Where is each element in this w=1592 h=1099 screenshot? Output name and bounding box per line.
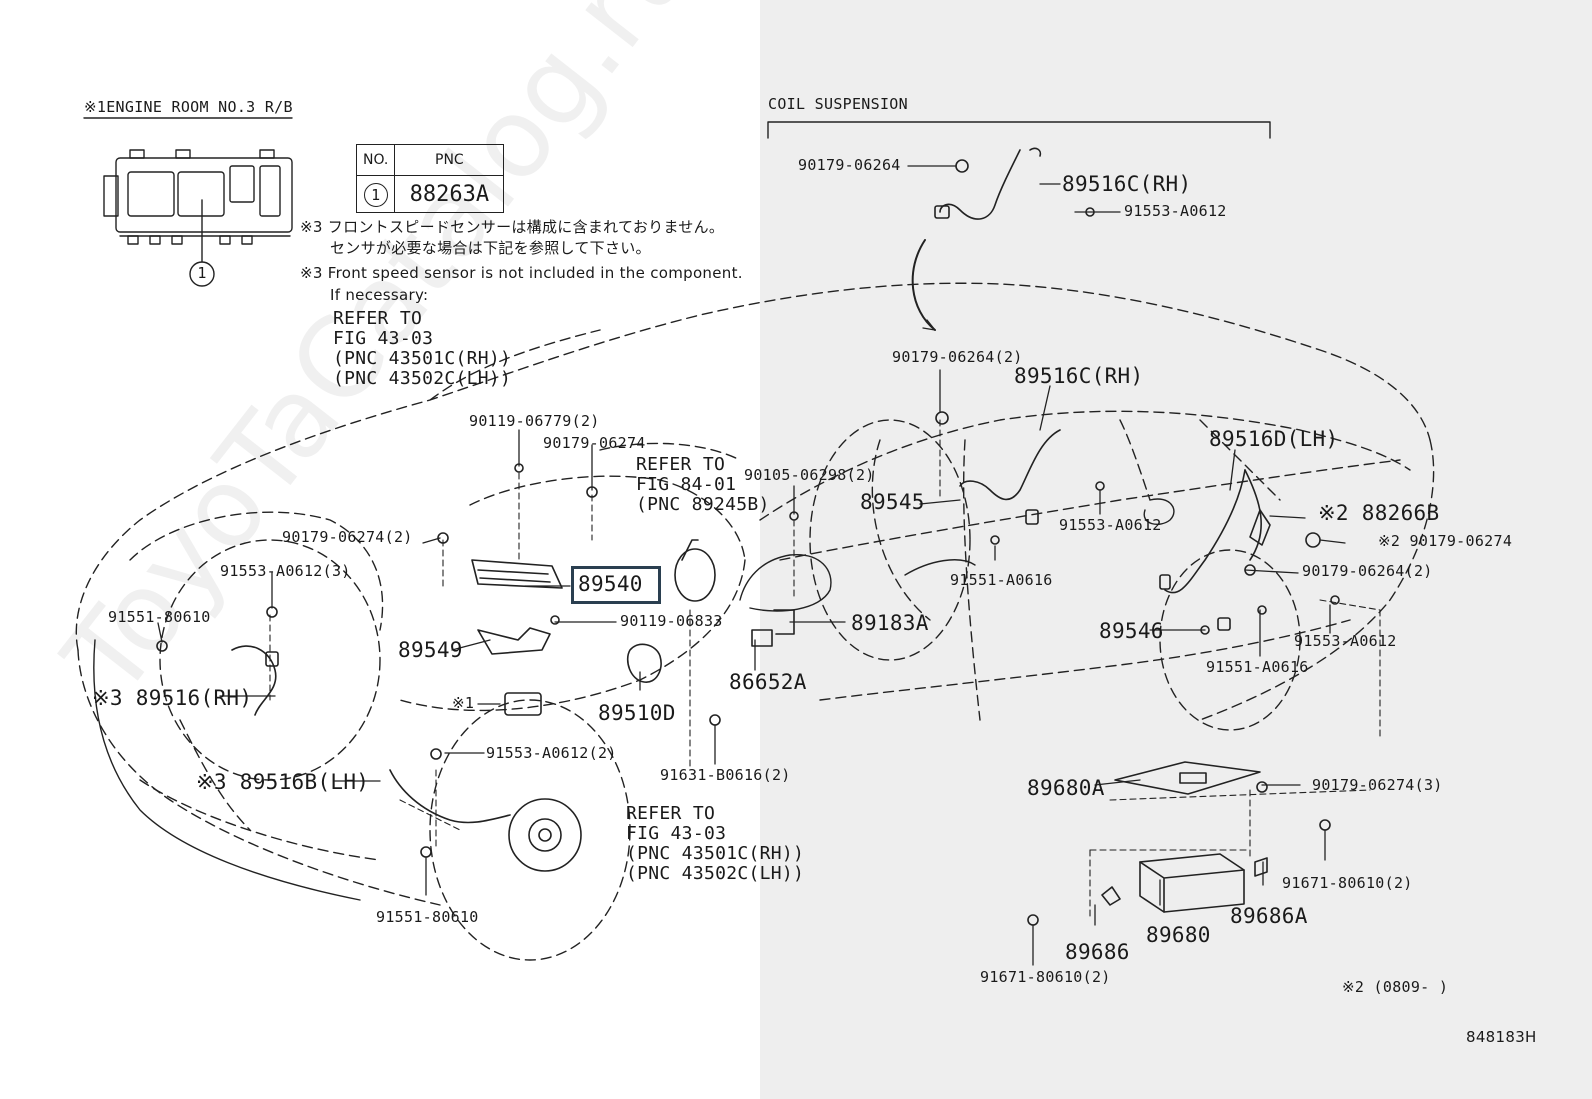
part-label-89540[interactable]: 89540 (578, 572, 643, 596)
part-label-89545[interactable]: 89545 (860, 490, 925, 514)
part-label-90179-06274[interactable]: 90179-06274 (543, 434, 646, 452)
part-label-89546[interactable]: 89546 (1099, 619, 1164, 643)
part-label-90179-06274-3[interactable]: 90179-06274(3) (1312, 776, 1443, 794)
part-label-89680[interactable]: 89680 (1146, 923, 1211, 947)
note-en-line1: ※3 Front speed sensor is not included in… (300, 264, 743, 282)
note-jp-line2: センサが必要な場合は下記を参照して下さい。 (330, 239, 651, 257)
part-label-89686[interactable]: 89686 (1065, 940, 1130, 964)
note-en-line2: If necessary: (330, 286, 429, 304)
refer-84-line3: (PNC 89245B) (636, 494, 770, 515)
part-label-89680a[interactable]: 89680A (1027, 776, 1105, 800)
figure-number: 848183H (1466, 1028, 1537, 1046)
part-label-88266b[interactable]: ※2 88266B (1318, 501, 1440, 525)
part-label-90119-06833[interactable]: 90119-06833 (620, 612, 723, 630)
refer-43-line4: (PNC 43502C(LH)) (626, 863, 805, 884)
refer-43-line2[interactable]: FIG 43-03 (626, 823, 727, 844)
leader-lines-dashed (269, 419, 1381, 921)
part-label-90179-06264[interactable]: 90179-06264 (798, 156, 901, 174)
vehicle-solid-outline (93, 498, 1175, 901)
note-x2-date-range: ※2 (0809- ) (1342, 978, 1449, 996)
part-label-90179-06274-x2[interactable]: ※2 90179-06274 (1378, 532, 1513, 550)
part-label-89516b-lh[interactable]: ※3 89516B(LH) (196, 770, 370, 794)
note-en-line6: (PNC 43502C(LH)) (333, 368, 512, 389)
part-label-89516c-rh-top[interactable]: 89516C(RH) (1062, 172, 1192, 196)
part-label-91551-80610-top[interactable]: 91551-80610 (108, 608, 211, 626)
parts-sketches (156, 147, 1340, 926)
pnc-table-row-no-circle: 1 (363, 183, 388, 207)
highlight-box-89540 (571, 566, 661, 604)
refer-43-line1: REFER TO (626, 803, 716, 824)
part-label-91671-80610-2-bottom[interactable]: 91671-80610(2) (980, 968, 1111, 986)
part-label-90179-06264-2[interactable]: 90179-06264(2) (892, 348, 1023, 366)
relay-box-icon (103, 149, 293, 287)
part-label-90179-06274-2[interactable]: 90179-06274(2) (282, 528, 413, 546)
part-label-91631-b0616-2[interactable]: 91631-B0616(2) (660, 766, 791, 784)
part-label-91553-a0612-mid[interactable]: 91553-A0612 (1059, 516, 1162, 534)
part-label-90119-06779-2[interactable]: 90119-06779(2) (469, 412, 600, 430)
part-label-91551-80610-bottom[interactable]: 91551-80610 (376, 908, 479, 926)
part-label-91553-a0612-2[interactable]: 91553-A0612(2) (486, 744, 617, 762)
part-label-91553-a0612-right[interactable]: 91553-A0612 (1294, 632, 1397, 650)
refer-84-line2[interactable]: FIG 84-01 (636, 474, 737, 495)
note-en-line3: REFER TO (333, 308, 423, 329)
part-label-91553-a0612-top[interactable]: 91553-A0612 (1124, 202, 1227, 220)
part-label-90179-06264-2b[interactable]: 90179-06264(2) (1302, 562, 1433, 580)
part-label-91551-a0616-right[interactable]: 91551-A0616 (1206, 658, 1309, 676)
refer-84-line1: REFER TO (636, 454, 726, 475)
pnc-table-row-no: 1 (355, 175, 396, 213)
refer-43-line3: (PNC 43501C(RH)) (626, 843, 805, 864)
part-label-89516-rh[interactable]: ※3 89516(RH) (92, 686, 253, 710)
part-label-91553-a0612-3[interactable]: 91553-A0612(3) (220, 562, 351, 580)
note-en-line5: (PNC 43501C(RH)) (333, 348, 512, 369)
note-en-line4: FIG 43-03 (333, 328, 434, 349)
pnc-table-header-pnc: PNC (394, 144, 505, 176)
relay-box-callout-number: 1 (197, 264, 207, 282)
part-label-89549[interactable]: 89549 (398, 638, 463, 662)
part-label-89183a[interactable]: 89183A (851, 611, 929, 635)
part-label-89510d[interactable]: 89510D (598, 701, 676, 725)
pnc-table: NO. PNC 1 88263A (355, 144, 505, 213)
pnc-table-header-no: NO. (355, 144, 396, 176)
engine-room-title: ※1ENGINE ROOM NO.3 R/B (84, 98, 293, 116)
part-label-90105-06298-2[interactable]: 90105-06298(2) (744, 466, 875, 484)
part-label-86652a[interactable]: 86652A (729, 670, 807, 694)
pnc-table-row-pnc[interactable]: 88263A (394, 175, 505, 213)
coil-suspension-shaded-panel (760, 0, 1592, 1099)
note-jp-line1: ※3 フロントスピードセンサーは構成に含まれておりません。 (300, 218, 725, 236)
part-label-91551-a0616-mid[interactable]: 91551-A0616 (950, 571, 1053, 589)
coil-suspension-title: COIL SUSPENSION (768, 95, 908, 113)
part-label-89516d-lh[interactable]: 89516D(LH) (1209, 427, 1339, 451)
part-label-89516c-rh-mid[interactable]: 89516C(RH) (1014, 364, 1144, 388)
leader-lines (157, 165, 1346, 966)
part-label-89686a[interactable]: 89686A (1230, 904, 1308, 928)
part-label-91671-80610-2-right[interactable]: 91671-80610(2) (1282, 874, 1413, 892)
part-label-x1-relay[interactable]: ※1 (452, 694, 475, 712)
